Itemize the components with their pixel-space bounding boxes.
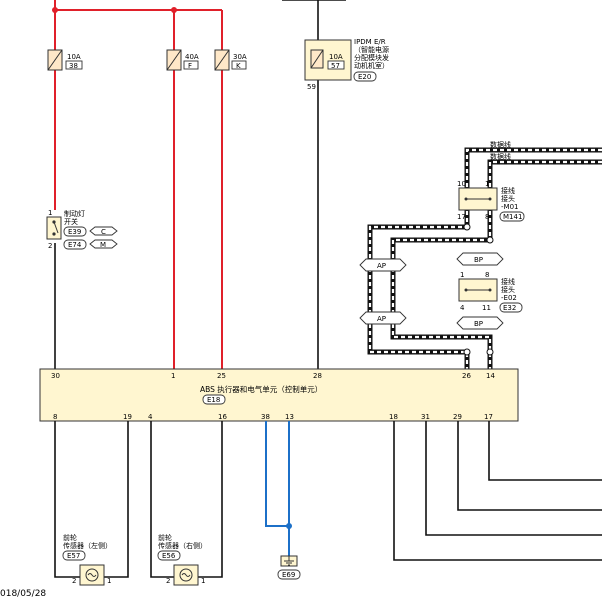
joint-connector-e02: 1 8 4 11 接线 接头 -E02 E32	[458, 271, 523, 313]
ipdm-module: 10A 57 IPDM E/R （智能电源 分配模块发 动机机室） E20 59	[304, 38, 389, 91]
svg-text:2: 2	[48, 242, 52, 250]
svg-text:E56: E56	[162, 552, 176, 560]
bus-tags: AP AP BP BP	[359, 252, 504, 330]
svg-text:E39: E39	[68, 228, 81, 236]
svg-text:-M01: -M01	[501, 203, 518, 211]
svg-text:1: 1	[485, 180, 489, 188]
fuse-number: 38	[69, 62, 78, 70]
svg-text:（智能电源: （智能电源	[354, 45, 389, 54]
svg-text:1: 1	[460, 271, 464, 279]
joint-e02-label: 接线	[501, 277, 515, 286]
wheel-sensor-left-front: 2 1 前轮 传感器（左侧） E57	[62, 533, 112, 586]
fuse-rating: 30A	[233, 53, 247, 61]
svg-text:接头: 接头	[501, 285, 515, 294]
fuse-number: K	[236, 62, 241, 70]
svg-text:16: 16	[218, 413, 227, 421]
svg-text:10: 10	[457, 180, 466, 188]
svg-text:E32: E32	[503, 304, 516, 312]
bus-label: 数据线	[490, 152, 511, 161]
wheel-sensor-right-front: 2 1 前轮 传感器（右侧） E56	[157, 533, 207, 586]
svg-text:M141: M141	[503, 213, 522, 221]
svg-text:13: 13	[285, 413, 294, 421]
signal-wires-bottom	[54, 421, 602, 578]
svg-text:25: 25	[217, 372, 226, 380]
svg-text:传感器（左侧）: 传感器（左侧）	[63, 541, 112, 550]
fuse-f: 40A F	[166, 49, 199, 71]
data-bus: 数据线 数据线	[367, 140, 602, 369]
svg-text:2: 2	[72, 577, 76, 585]
ipdm-fuse-rating: 10A	[329, 53, 343, 61]
svg-text:4: 4	[148, 413, 153, 421]
svg-text:17: 17	[457, 213, 466, 221]
svg-text:4: 4	[460, 304, 465, 312]
svg-text:38: 38	[261, 413, 270, 421]
wheel-sensor-left-label: 前轮	[63, 533, 77, 542]
brake-switch-label: 制动灯	[64, 209, 85, 218]
svg-text:26: 26	[462, 372, 471, 380]
svg-text:17: 17	[484, 413, 493, 421]
svg-text:30: 30	[51, 372, 60, 380]
ground-connector: E69	[282, 571, 295, 579]
bp-label: BP	[474, 256, 483, 264]
svg-text:11: 11	[482, 304, 491, 312]
ipdm-title: IPDM E/R	[354, 38, 386, 46]
ground-wires	[265, 421, 292, 556]
svg-text:M: M	[100, 241, 106, 249]
abs-title: ABS 执行器和电气单元（控制单元）	[200, 384, 322, 394]
fuse-rating: 10A	[67, 53, 81, 61]
abs-connector: E18	[207, 396, 220, 404]
svg-text:1: 1	[48, 209, 52, 217]
fuse-rating: 40A	[185, 53, 199, 61]
svg-text:18: 18	[389, 413, 398, 421]
joint-m01-label: 接线	[501, 186, 515, 195]
bp-label: BP	[474, 320, 483, 328]
ipdm-connector: E20	[358, 73, 371, 81]
svg-text:E74: E74	[68, 241, 82, 249]
svg-text:19: 19	[123, 413, 132, 421]
svg-text:14: 14	[486, 372, 495, 380]
svg-text:1: 1	[107, 577, 111, 585]
date-stamp: 018/05/28	[0, 589, 46, 599]
fuse-38: 10A 38	[47, 49, 83, 71]
abs-control-unit: 30 1 25 28 26 14 ABS 执行器和电气单元（控制单元） E18 …	[39, 368, 519, 422]
svg-text:-E02: -E02	[501, 294, 517, 302]
svg-text:E57: E57	[67, 552, 80, 560]
ap-label: AP	[377, 262, 386, 270]
svg-text:2: 2	[166, 577, 170, 585]
ground-symbol: E69	[277, 555, 301, 580]
svg-text:动机机室）: 动机机室）	[354, 61, 389, 70]
svg-text:1: 1	[171, 372, 175, 380]
svg-text:分配模块发: 分配模块发	[354, 53, 389, 62]
svg-text:31: 31	[421, 413, 430, 421]
svg-text:接头: 接头	[501, 194, 515, 203]
svg-text:1: 1	[201, 577, 205, 585]
bus-label: 数据线	[490, 140, 511, 149]
signal-wires-top	[54, 0, 346, 369]
wheel-sensor-right-label: 前轮	[158, 533, 172, 542]
svg-text:传感器（右侧）: 传感器（右侧）	[158, 541, 207, 550]
svg-text:29: 29	[453, 413, 462, 421]
ap-label: AP	[377, 315, 386, 323]
svg-text:8: 8	[485, 213, 489, 221]
svg-text:开关: 开关	[64, 217, 78, 226]
svg-text:8: 8	[485, 271, 489, 279]
ipdm-pin: 59	[307, 83, 316, 91]
ipdm-fuse-number: 57	[331, 62, 340, 70]
joint-connector-m01: 10 1 17 8 接线 接头 -M01 M141	[457, 180, 525, 222]
svg-text:8: 8	[53, 413, 57, 421]
fuse-number: F	[188, 62, 192, 70]
fuse-k: 30A K	[214, 49, 247, 71]
svg-text:C: C	[101, 228, 106, 236]
svg-text:28: 28	[313, 372, 322, 380]
brake-light-switch: 1 2 制动灯 开关 E39 C E74 M	[46, 209, 118, 250]
